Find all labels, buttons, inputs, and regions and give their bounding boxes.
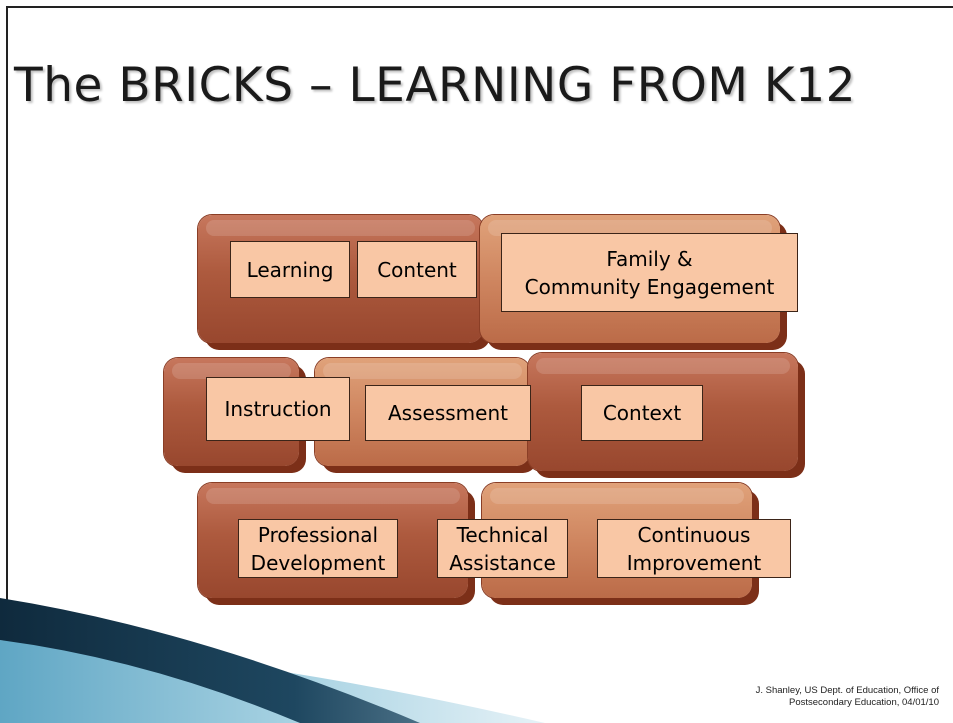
label-continuous-improvement: Continuous Improvement — [597, 519, 791, 578]
slide-border — [6, 6, 953, 723]
label-learning: Learning — [230, 241, 350, 298]
label-professional-development: Professional Development — [238, 519, 398, 578]
label-instruction: Instruction — [206, 377, 350, 441]
label-technical-assistance: Technical Assistance — [437, 519, 568, 578]
slide-title: The BRICKS – LEARNING FROM K12 — [14, 58, 856, 113]
swoosh-dark-band — [0, 598, 420, 723]
credit-note: J. Shanley, US Dept. of Education, Offic… — [755, 685, 939, 708]
label-family-community-engagement: Family & Community Engagement — [501, 233, 798, 312]
label-assessment: Assessment — [365, 385, 531, 441]
label-context: Context — [581, 385, 703, 441]
label-content: Content — [357, 241, 477, 298]
